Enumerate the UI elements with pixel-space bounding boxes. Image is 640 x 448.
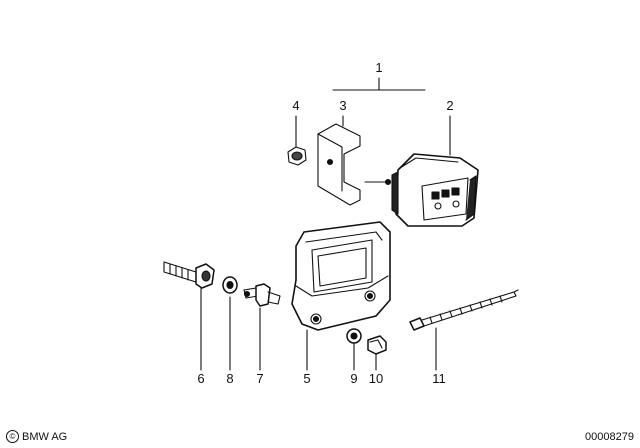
callout-7: 7	[256, 371, 263, 386]
callout-9: 9	[350, 371, 357, 386]
leader-lines	[200, 77, 451, 371]
callout-8: 8	[226, 371, 233, 386]
bracket-part-3	[317, 123, 361, 206]
stud-part-7	[243, 283, 281, 307]
callout-2: 2	[446, 98, 453, 113]
copyright-notice: © BMW AG	[6, 430, 67, 443]
callout-5: 5	[303, 371, 310, 386]
callout-10: 10	[369, 371, 383, 386]
document-number: 00008279	[585, 431, 634, 443]
nut-part-4	[287, 146, 307, 166]
cable-tie-part-11	[409, 289, 519, 331]
washer-part-9	[346, 328, 362, 344]
brand-label: BMW AG	[22, 430, 68, 443]
callout-6: 6	[197, 371, 204, 386]
screw-pin	[364, 178, 392, 186]
callout-11: 11	[432, 371, 446, 386]
callout-1: 1	[375, 60, 382, 75]
callout-4: 4	[292, 98, 299, 113]
housing-part-5	[291, 221, 391, 331]
display-unit-part-2	[391, 153, 479, 227]
callout-3: 3	[339, 98, 346, 113]
copyright-icon: ©	[6, 430, 19, 443]
cap-nut-part-10	[367, 335, 387, 355]
washer-part-8	[222, 276, 238, 294]
bolt-part-6	[163, 261, 215, 289]
